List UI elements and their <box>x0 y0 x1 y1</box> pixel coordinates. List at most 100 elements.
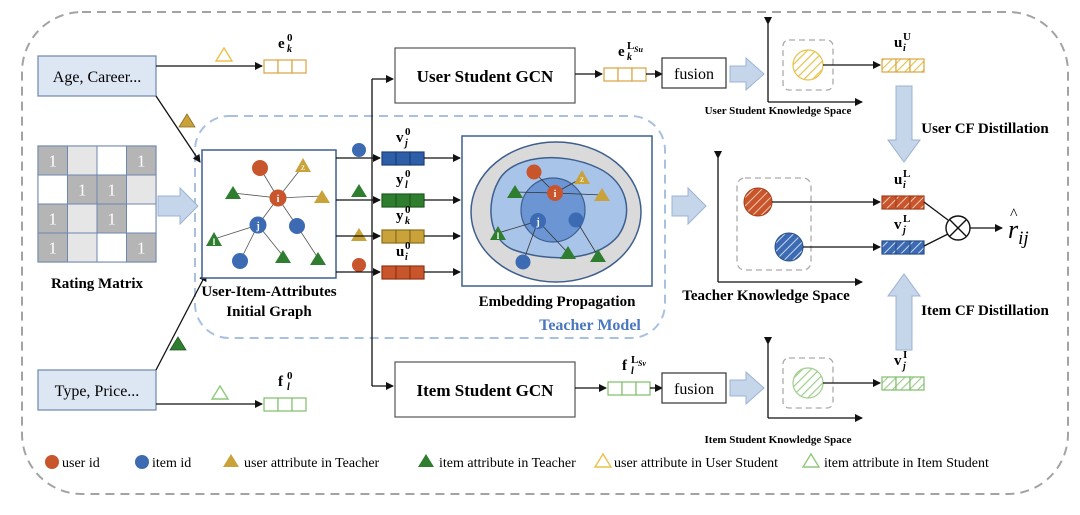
legend-item-attr-teacher-icon <box>418 454 434 467</box>
user-attr-node-icon <box>295 158 311 172</box>
svg-text:v: v <box>894 353 902 369</box>
legend-user-id-icon <box>45 455 59 469</box>
matrix-cell <box>37 174 68 205</box>
graph-title-line1: User-Item-Attributes <box>201 284 336 300</box>
initial-graph: z i j l User-Item-Attributes Initial Gra… <box>201 149 337 320</box>
matrix-cell-value: 1 <box>78 181 87 200</box>
svg-text:U: U <box>903 31 911 43</box>
user-cf-distillation-arrow: User CF Distillation <box>887 85 1049 163</box>
svg-text:l: l <box>213 237 216 247</box>
svg-text:j: j <box>403 138 408 149</box>
matrix-cell <box>126 203 157 234</box>
matrix-cell-value: 1 <box>49 152 58 171</box>
item-attr-student-triangle-icon <box>210 384 230 400</box>
embedding-propagation: z i j l Embedding Propagation Teacher Mo… <box>461 135 653 334</box>
svg-text:item attribute in Item Student: item attribute in Item Student <box>824 456 989 471</box>
svg-text:Teacher Knowledge Space: Teacher Knowledge Space <box>682 288 850 304</box>
item-student-gcn: Item Student GCN <box>394 361 576 418</box>
svg-text:j: j <box>901 225 906 236</box>
matrix-cell <box>126 232 157 263</box>
svg-text:user attribute in User Student: user attribute in User Student <box>614 456 778 471</box>
matrix-cell <box>67 145 98 176</box>
svg-text:l: l <box>405 180 408 191</box>
svg-text:z: z <box>580 174 584 184</box>
matrix-cell <box>67 203 98 234</box>
svg-text:z: z <box>301 162 305 172</box>
svg-text:j: j <box>255 221 259 232</box>
svg-text:k: k <box>405 216 410 227</box>
user-attr-teacher-triangle-icon <box>178 113 196 128</box>
user-attributes-box: Age, Career... <box>37 55 157 97</box>
predicted-rating: rij ^ <box>1008 206 1029 249</box>
svg-text:User Student GCN: User Student GCN <box>417 67 554 86</box>
svg-text:l: l <box>497 231 500 241</box>
svg-text:item id: item id <box>152 456 191 471</box>
svg-text:l: l <box>287 382 290 393</box>
svg-text:f: f <box>622 358 628 374</box>
item-attr-teacher-triangle-icon <box>169 336 187 351</box>
svg-text:user id: user id <box>62 456 100 471</box>
matrix-cell <box>126 174 157 205</box>
svg-text:y: y <box>396 208 404 224</box>
svg-text:user attribute in Teacher: user attribute in Teacher <box>244 456 380 471</box>
legend-user-attr-teacher-icon <box>223 454 239 467</box>
item-attributes-box: Type, Price... <box>37 369 157 411</box>
svg-text:Sv: Sv <box>638 359 646 368</box>
teacher-knowledge-space: Teacher Knowledge Space <box>682 151 881 304</box>
svg-text:I: I <box>903 349 907 361</box>
matrix-cell <box>126 145 157 176</box>
svg-text:f: f <box>278 374 284 390</box>
product-operator-icon <box>945 215 971 241</box>
matrix-cell-value: 1 <box>137 239 146 258</box>
svg-text:u: u <box>396 244 404 260</box>
matrix-cell <box>67 174 98 205</box>
matrix-cell <box>37 145 68 176</box>
svg-text:L: L <box>903 168 910 180</box>
svg-text:i: i <box>903 43 906 54</box>
svg-text:u: u <box>894 35 902 51</box>
svg-text:item attribute in Teacher: item attribute in Teacher <box>439 456 576 471</box>
user-attr-student-triangle-icon <box>214 46 234 62</box>
svg-text:rij: rij <box>1008 215 1029 249</box>
svg-text:l: l <box>631 366 634 377</box>
svg-text:fusion: fusion <box>674 381 714 398</box>
matrix-cell-value: 1 <box>49 210 58 229</box>
center-user-node-icon <box>269 189 287 207</box>
matrix-cell <box>96 145 127 176</box>
teacher-model-label: Teacher Model <box>539 317 641 334</box>
svg-text:0: 0 <box>405 240 411 252</box>
svg-text:User Student Knowledge Space: User Student Knowledge Space <box>705 105 852 117</box>
item-student-knowledge-space: Item Student Knowledge Space <box>705 337 881 446</box>
svg-text:L: L <box>627 40 634 52</box>
matrix-cell <box>96 232 127 263</box>
outer-frame <box>21 11 1069 495</box>
svg-text:u: u <box>894 172 902 188</box>
svg-text:i: i <box>554 189 557 200</box>
user-node-icon <box>252 160 268 176</box>
svg-text:i: i <box>405 252 408 263</box>
matrix-cell <box>67 232 98 263</box>
item-fusion-box: fusion <box>661 372 727 404</box>
svg-text:fusion: fusion <box>674 66 714 83</box>
svg-text:e: e <box>618 44 625 60</box>
svg-text:j: j <box>535 217 539 228</box>
svg-text:e: e <box>278 36 285 52</box>
svg-text:L: L <box>631 354 638 366</box>
user-fusion-box: fusion <box>661 57 727 89</box>
svg-text:i: i <box>903 180 906 191</box>
center-item-node-icon <box>249 216 267 234</box>
matrix-cell <box>96 174 127 205</box>
legend-user-attr-student-icon <box>593 452 613 468</box>
svg-text:j: j <box>901 361 906 372</box>
